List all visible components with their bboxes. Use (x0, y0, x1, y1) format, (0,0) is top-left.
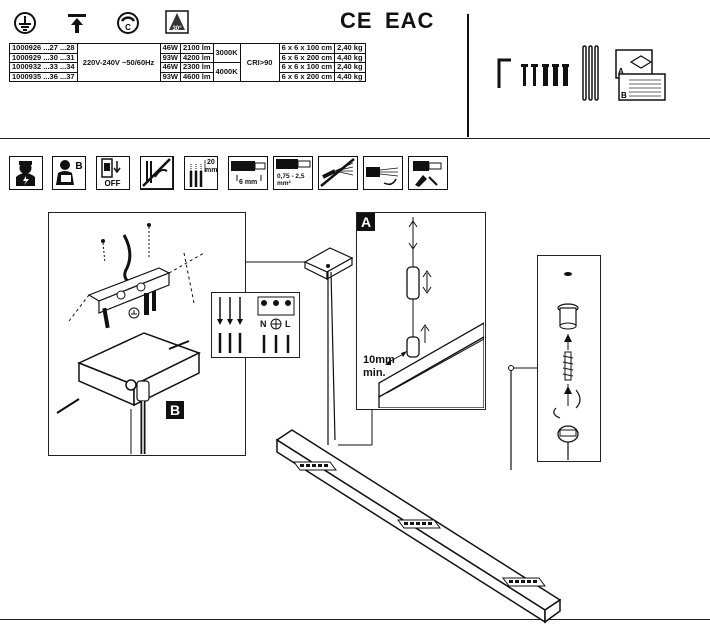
lumen: 4600 lm (179, 71, 214, 82)
no-live-wire-icon (140, 156, 174, 190)
eac-mark: EAC (385, 8, 435, 33)
label-b: B (166, 401, 184, 419)
min-distance-label-2: min. (363, 367, 386, 379)
wire-ferrule-icon (408, 156, 448, 190)
table-row: 1000935 ...36 ...37 93W 4600 lm 6 x 6 x … (9, 71, 366, 82)
voltage: 220V-240V ~50/60Hz (76, 43, 161, 82)
separator (0, 138, 710, 139)
spec-table: 1000926 ...27 ...28 220V-240V ~50/60Hz 4… (9, 43, 366, 82)
svg-text:C: C (125, 23, 131, 32)
svg-text:B: B (75, 161, 82, 172)
earth-ground-icon (14, 12, 36, 39)
part-a-label: A (618, 67, 624, 76)
cri: CRI>90 (239, 43, 280, 82)
wire-strip-icon: 6 mm (228, 156, 268, 190)
beam-angle-icon: 30° (165, 10, 189, 39)
product-code: 1000935 ...36 ...37 (9, 71, 78, 82)
strip-length-icon: 20 mm (184, 156, 218, 190)
weight: 4,40 kg (334, 71, 366, 82)
part-b-label: B (621, 91, 627, 100)
table-row: 1000932 ...33 ...34 46W 2300 lm 4000K 6 … (9, 62, 366, 82)
svg-text:30°: 30° (172, 26, 182, 32)
ceiling-anchor-panel (537, 255, 601, 462)
table-row: 1000929 ...30 ...31 93W 4200 lm 6 x 6 x … (9, 52, 366, 63)
no-stranded-wire-icon (318, 156, 358, 190)
terminal-l: L (285, 319, 291, 329)
strip-length-value: 20 (207, 159, 215, 166)
dimmable-class-icon: C (117, 12, 139, 39)
cross-section-unit: mm² (277, 180, 291, 187)
power: 93W (159, 71, 181, 82)
wire-clamp-panel-a: A 10mm min. (356, 212, 486, 410)
color-temperature: 4000K (212, 62, 241, 82)
section-divider (467, 14, 469, 137)
wire-cross-section-icon: 0,75 - 2,5 mm² (273, 156, 313, 190)
parts-illustration: A B (495, 44, 695, 109)
terminal-block-panel: N L (211, 292, 300, 358)
read-manual-icon: B (52, 156, 86, 190)
ceiling-mount-panel: B (48, 212, 246, 456)
electrician-icon (9, 156, 43, 190)
label-a: A (357, 213, 375, 231)
table-row: 1000926 ...27 ...28 220V-240V ~50/60Hz 4… (9, 43, 366, 82)
strip-length-unit: mm (205, 167, 218, 174)
separator (0, 619, 710, 620)
cross-section-value: 0,75 - 2,5 (277, 173, 305, 180)
wire-strip-value: 6 mm (239, 179, 258, 186)
power-off-icon: OFF (96, 156, 130, 190)
terminal-n: N (260, 319, 267, 329)
twist-wire-icon (363, 156, 403, 190)
min-distance-label: 10mm (363, 354, 395, 366)
ceiling-mount-icon (66, 12, 88, 39)
svg-text:OFF: OFF (105, 179, 121, 188)
ce-mark: CE (340, 8, 373, 33)
